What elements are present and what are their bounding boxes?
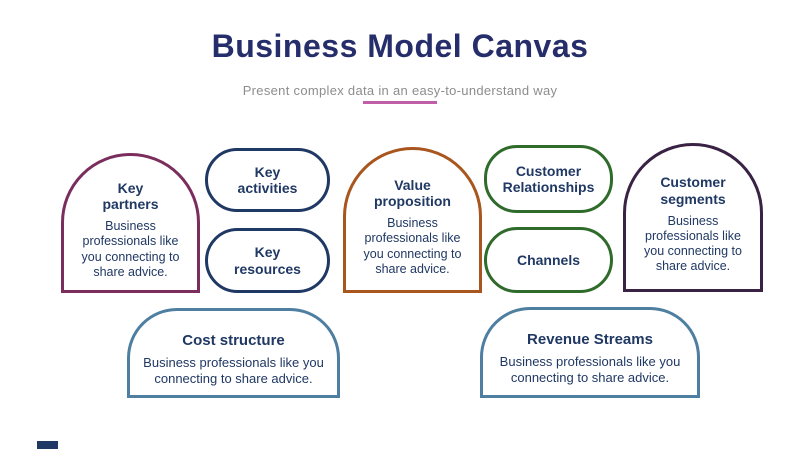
- page-subtitle: Present complex data in an easy-to-under…: [242, 83, 558, 98]
- key-activities-heading: Key activities: [237, 163, 298, 196]
- key-resources-heading: Key resources: [234, 244, 301, 277]
- value-proposition-heading: Value proposition: [374, 176, 451, 209]
- value-proposition-block: Value proposition Business professionals…: [343, 147, 482, 293]
- revenue-streams-heading: Revenue Streams: [527, 331, 653, 349]
- customer-segments-heading: Customer segments: [660, 174, 726, 207]
- cost-structure-block: Cost structure Business professionals li…: [127, 308, 340, 398]
- key-partners-block: Key partners Business professionals like…: [61, 153, 200, 293]
- customer-relationships-heading: Customer Relationships: [502, 162, 595, 195]
- channels-heading: Channels: [516, 251, 580, 268]
- key-activities-block: Key activities: [205, 148, 330, 212]
- value-proposition-body: Business professionals like you connecti…: [363, 216, 462, 276]
- key-resources-block: Key resources: [205, 228, 330, 293]
- corner-accent-tab: [37, 441, 58, 449]
- cost-structure-body: Business professionals like you connecti…: [143, 354, 324, 386]
- accent-underline: [363, 101, 437, 104]
- page-title: Business Model Canvas: [211, 28, 589, 64]
- cost-structure-heading: Cost structure: [182, 331, 285, 349]
- channels-block: Channels: [484, 227, 613, 293]
- key-partners-heading: Key partners: [102, 179, 159, 212]
- customer-segments-body: Business professionals like you connecti…: [644, 213, 742, 274]
- customer-relationships-block: Customer Relationships: [484, 145, 613, 213]
- revenue-streams-block: Revenue Streams Business professionals l…: [480, 307, 700, 398]
- customer-segments-block: Customer segments Business professionals…: [623, 143, 763, 292]
- key-partners-body: Business professionals like you connecti…: [81, 219, 180, 279]
- revenue-streams-body: Business professionals like you connecti…: [499, 354, 681, 386]
